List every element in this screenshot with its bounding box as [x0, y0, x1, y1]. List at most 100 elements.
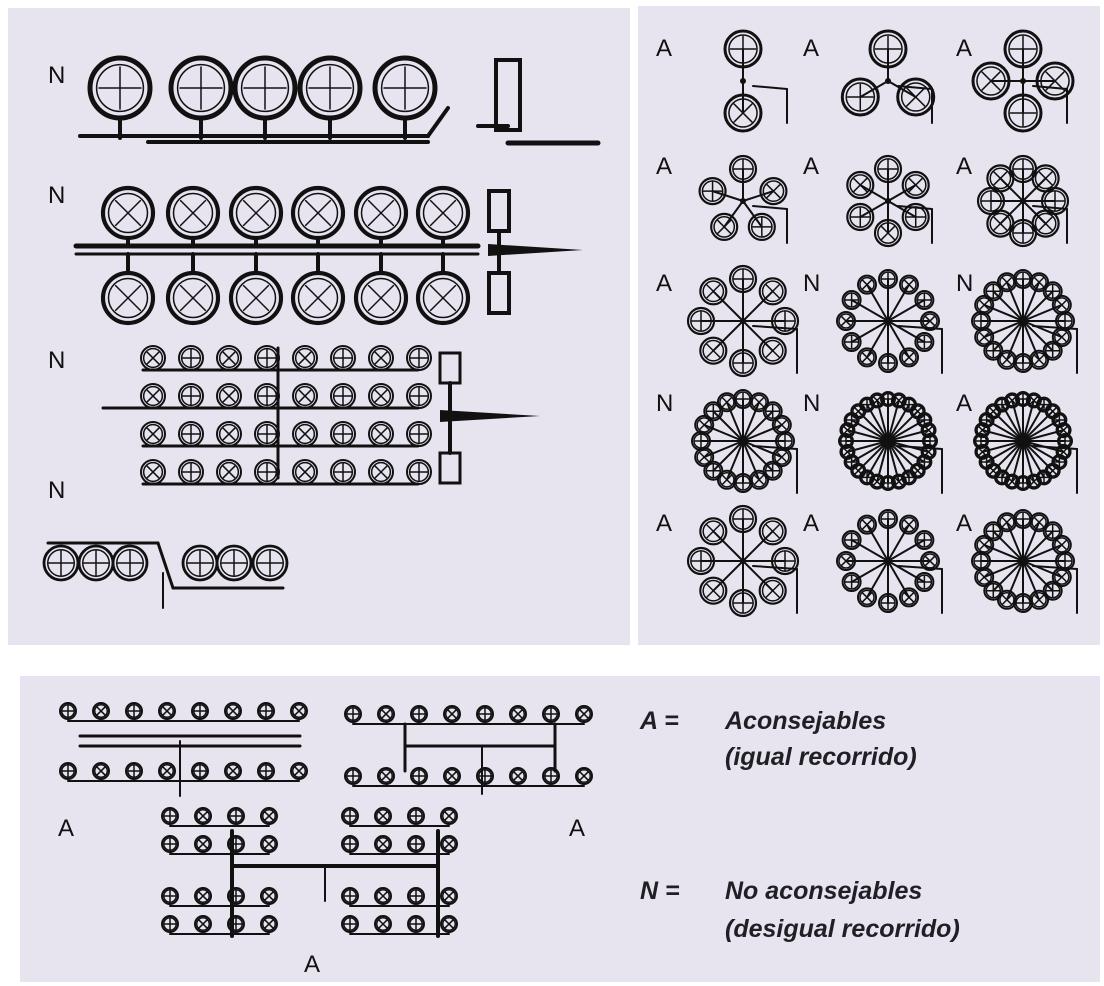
gauge-inner-icon [849, 174, 872, 196]
gauge-inner-icon [901, 516, 917, 533]
gauge-inner-icon [95, 63, 145, 113]
label-r-10: N [656, 390, 673, 417]
pipe-line [1056, 539, 1068, 551]
gauge-inner-icon [838, 313, 854, 329]
pipe-line [374, 389, 388, 403]
gauge-inner-icon [235, 277, 277, 319]
pipe-line [444, 891, 454, 901]
pipe-line [146, 351, 160, 365]
pipe-line [742, 190, 775, 202]
gauge-inner-icon [732, 508, 754, 530]
gauge-inner-icon [142, 385, 164, 407]
gauge-outer-icon [161, 887, 179, 905]
gauge-inner-icon [1012, 158, 1034, 180]
gauge-inner-icon [107, 277, 149, 319]
gauge-inner-icon [180, 423, 202, 445]
pipe-line [753, 474, 765, 486]
gauge-outer-icon [974, 443, 991, 460]
gauge-inner-icon [360, 277, 402, 319]
gauge-inner-icon [774, 449, 790, 465]
label-r-11: N [803, 390, 820, 417]
gauge-outer-icon [542, 767, 560, 785]
pipe-line [903, 592, 915, 603]
gauge-outer-icon [694, 414, 715, 435]
label-n-row2: N [48, 182, 65, 209]
filter-housing [494, 58, 522, 132]
gauge-outer-icon [699, 517, 728, 546]
gauge-inner-icon [196, 889, 210, 903]
gauge-inner-icon [774, 310, 796, 332]
gauge-outer-icon [1025, 473, 1042, 490]
pipe-line [993, 216, 1008, 231]
gauge-outer-icon [880, 391, 896, 407]
label-b-1: A [58, 815, 74, 842]
pipe-line [776, 419, 788, 431]
gauge-outer-icon [914, 572, 935, 592]
filter-housing [438, 451, 462, 485]
pipe-line [198, 839, 208, 849]
pipe-line [198, 919, 208, 929]
gauge-inner-icon [262, 837, 276, 851]
gauge-inner-icon [422, 277, 464, 319]
pipe-line [978, 447, 987, 457]
gauge-inner-icon [761, 339, 784, 362]
gauge-inner-icon [577, 769, 591, 783]
gauge-inner-icon [849, 206, 872, 228]
pipe-line [1029, 396, 1039, 405]
gauge-inner-icon [376, 837, 390, 851]
panel-bottom-layouts: A A A A = Aconsejables (igual recorrido)… [20, 676, 1100, 982]
gauge-outer-icon [1035, 61, 1075, 101]
pipe-line [978, 331, 990, 343]
pipe-line [162, 766, 172, 776]
pipe-line [378, 919, 388, 929]
label-r-12: A [956, 390, 972, 417]
gauge-inner-icon [838, 553, 854, 569]
gauge-inner-icon [408, 423, 430, 445]
gauge-outer-icon [443, 705, 461, 723]
pipe-line [861, 279, 873, 290]
pipe-line [1032, 85, 1068, 90]
gauge-inner-icon [976, 66, 1006, 96]
gauge-inner-icon [877, 158, 899, 180]
pipe-line [706, 583, 721, 598]
gauge-inner-icon [728, 34, 758, 64]
gauge-outer-icon [440, 807, 458, 825]
gauge-outer-icon [840, 77, 880, 117]
gauge-outer-icon [920, 422, 937, 439]
pipe-line [733, 103, 753, 123]
gauge-outer-icon [257, 762, 275, 780]
pipe-line [429, 284, 457, 312]
pipe-line [198, 811, 208, 821]
gauge-inner-icon [445, 707, 459, 721]
gauge-outer-icon [846, 170, 875, 200]
pipe-line [198, 891, 208, 901]
gauge-inner-icon [294, 423, 316, 445]
pipe-line [721, 474, 733, 486]
gauge-outer-icon [374, 887, 392, 905]
pipe-line [903, 352, 915, 363]
gauge-outer-icon [873, 154, 903, 184]
pipe-line [903, 279, 915, 290]
pipe-line [887, 80, 917, 98]
legend-a-sub: (igual recorrido) [725, 743, 917, 771]
pipe-line [978, 539, 990, 551]
gauge-outer-icon [878, 353, 898, 373]
gauge-outer-icon [699, 336, 728, 365]
gauge-outer-icon [857, 514, 877, 535]
pipe-line [859, 184, 889, 202]
pipe-line [264, 919, 274, 929]
gauge-inner-icon [235, 192, 277, 234]
gauge-outer-icon [986, 164, 1015, 193]
pipe-line [294, 706, 304, 716]
gauge-outer-icon [749, 392, 770, 413]
gauge-outer-icon [838, 433, 854, 449]
pipe-line [96, 766, 106, 776]
pipe-line [1033, 276, 1045, 288]
gauge-outer-icon [899, 514, 919, 535]
gauge-inner-icon [370, 461, 392, 483]
nozzle-shape [488, 244, 583, 256]
gauge-outer-icon [215, 544, 253, 582]
gauge-outer-icon [158, 762, 176, 780]
pipe-line [367, 199, 395, 227]
gauge-outer-icon [260, 835, 278, 853]
